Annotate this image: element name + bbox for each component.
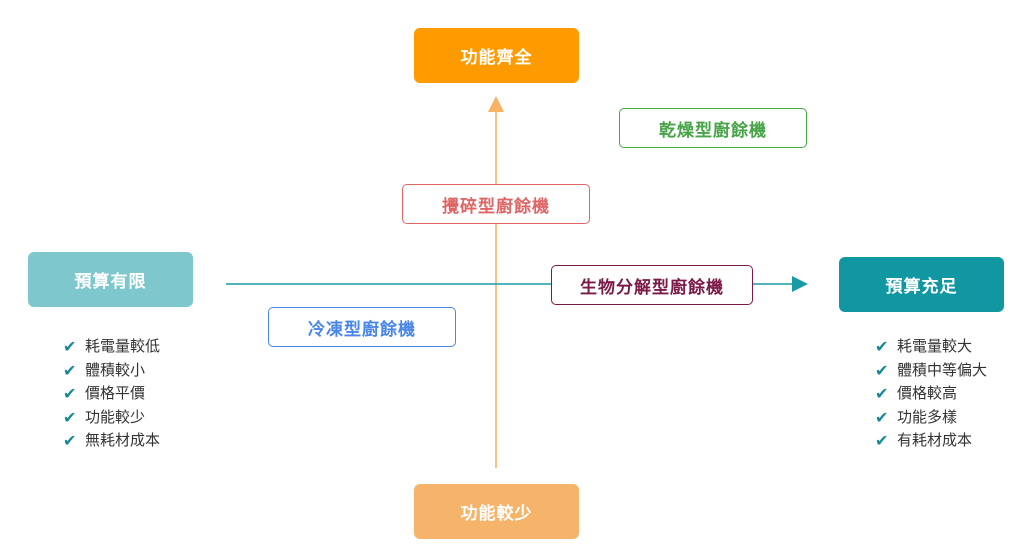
axis-top-box: 功能齊全 <box>414 28 579 83</box>
machine-freeze-box: 冷凍型廚餘機 <box>268 307 456 347</box>
check-icon: ✔ <box>875 407 889 427</box>
list-item: ✔無耗材成本 <box>63 429 160 453</box>
check-icon: ✔ <box>875 360 889 380</box>
list-item: ✔有耗材成本 <box>875 429 987 453</box>
machine-dry-label: 乾燥型廚餘機 <box>659 120 767 141</box>
machine-dry-box: 乾燥型廚餘機 <box>619 108 807 148</box>
machine-grind-label: 攪碎型廚餘機 <box>442 196 550 217</box>
axis-left-box: 預算有限 <box>28 252 193 307</box>
list-item: ✔價格較高 <box>875 382 987 406</box>
machine-freeze-label: 冷凍型廚餘機 <box>308 319 416 340</box>
check-icon: ✔ <box>63 360 77 380</box>
list-item: ✔體積中等偏大 <box>875 359 987 383</box>
check-icon: ✔ <box>875 337 889 356</box>
list-item: ✔功能較少 <box>63 406 160 430</box>
check-icon: ✔ <box>63 337 77 356</box>
check-icon: ✔ <box>875 431 889 450</box>
check-icon: ✔ <box>63 407 77 427</box>
machine-grind-box: 攪碎型廚餘機 <box>402 184 590 224</box>
axis-right-box: 預算充足 <box>839 257 1004 312</box>
machine-bio-box: 生物分解型廚餘機 <box>551 265 753 305</box>
check-icon: ✔ <box>63 384 77 403</box>
axis-left-label: 預算有限 <box>74 272 147 292</box>
axis-top-label: 功能齊全 <box>460 48 533 68</box>
check-icon: ✔ <box>63 431 77 450</box>
list-item: ✔體積較小 <box>63 359 160 383</box>
list-item: ✔功能多樣 <box>875 406 987 430</box>
left-feature-list: ✔耗電量較低 ✔體積較小 ✔價格平價 ✔功能較少 ✔無耗材成本 <box>63 335 160 453</box>
axis-bottom-box: 功能較少 <box>414 484 579 539</box>
check-icon: ✔ <box>875 384 889 403</box>
right-feature-list: ✔耗電量較大 ✔體積中等偏大 ✔價格較高 ✔功能多樣 ✔有耗材成本 <box>875 335 987 453</box>
list-item: ✔耗電量較大 <box>875 335 987 359</box>
list-item: ✔耗電量較低 <box>63 335 160 359</box>
machine-bio-label: 生物分解型廚餘機 <box>580 277 724 298</box>
list-item: ✔價格平價 <box>63 382 160 406</box>
axis-bottom-label: 功能較少 <box>460 504 533 524</box>
axis-right-label: 預算充足 <box>885 277 958 297</box>
